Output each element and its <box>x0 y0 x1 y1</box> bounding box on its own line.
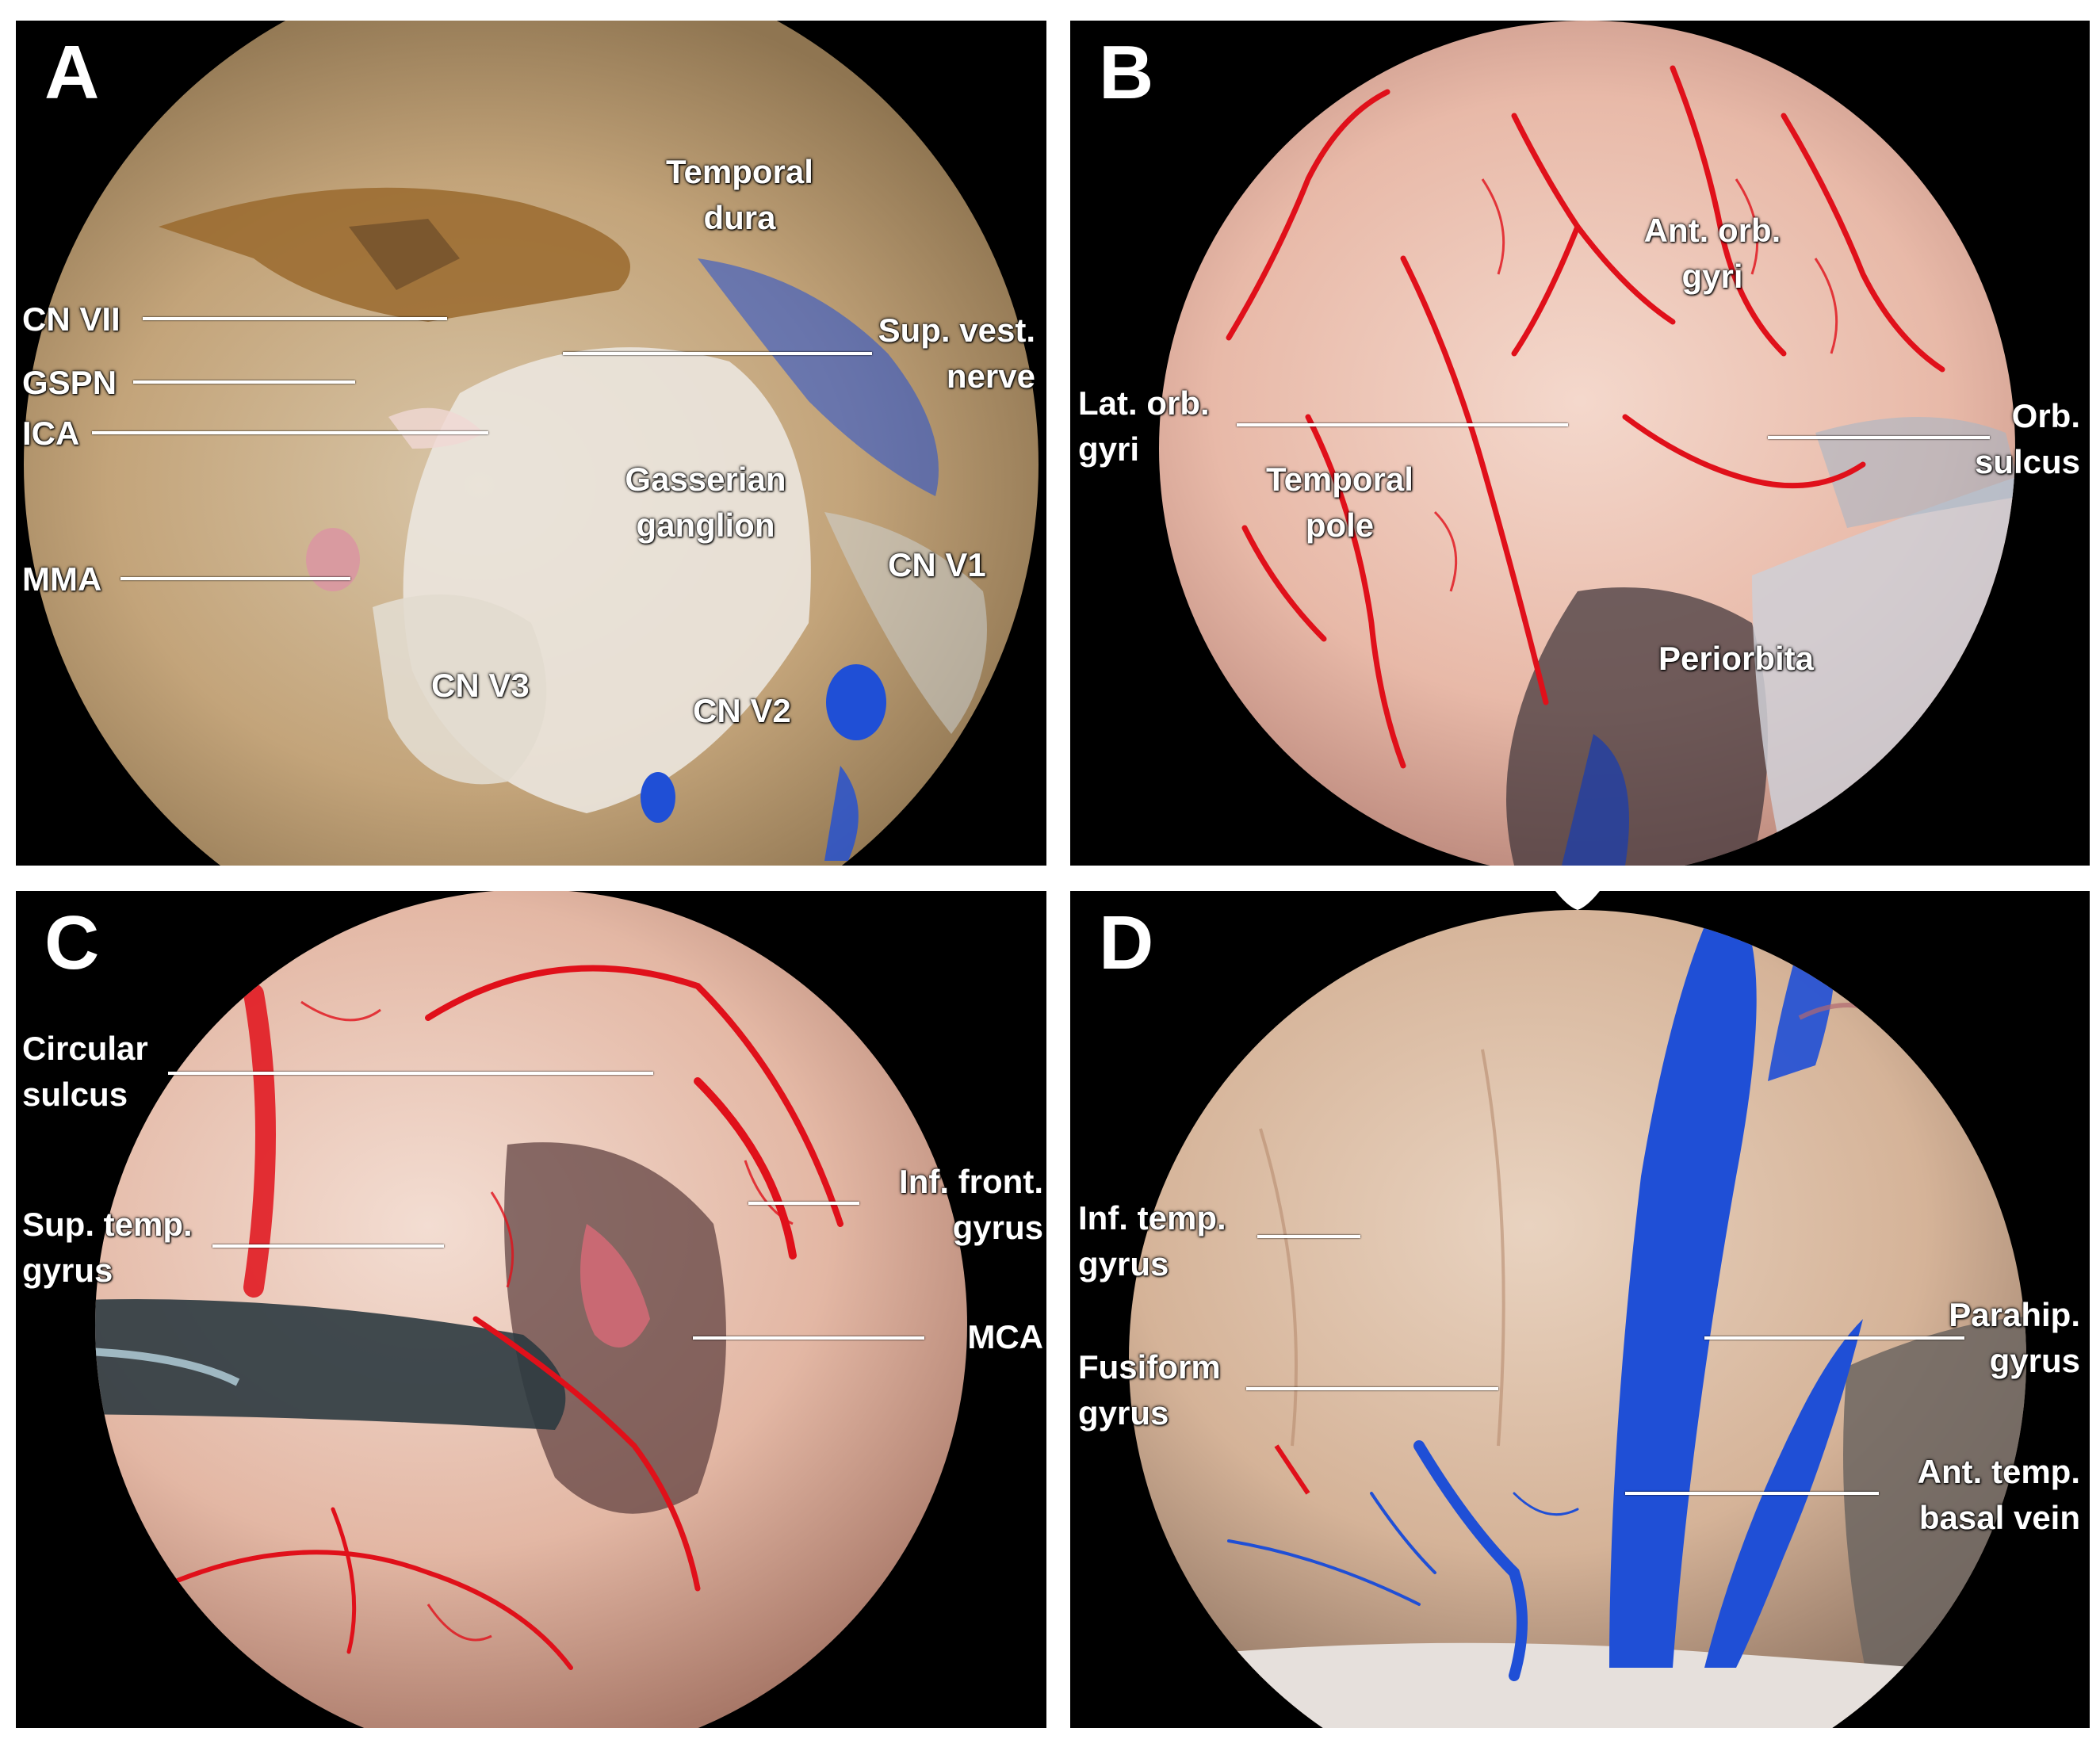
label-temporal-pole: Temporal pole <box>1266 461 1413 544</box>
leader-lat-orb-gyri <box>1237 423 1568 426</box>
label-mma: MMA <box>22 560 102 598</box>
label-sup-vest-nerve: Sup. vest. nerve <box>878 312 1035 395</box>
label-lat-orb-gyri: Lat. orb. gyri <box>1078 384 1210 468</box>
panel-a: A Temporal dura CN VII GSPN ICA MMA Sup.… <box>16 21 1046 866</box>
leader-inf-front-gyrus <box>748 1202 859 1205</box>
label-cn-v2: CN V2 <box>693 692 791 729</box>
label-inf-front-gyrus: Inf. front. gyrus <box>899 1163 1043 1246</box>
leader-sup-temp-gyrus <box>212 1244 444 1248</box>
panel-b-letter: B <box>1099 30 1154 115</box>
label-ica: ICA <box>22 415 80 452</box>
panel-b: B Ant. orb. gyri Lat. orb. gyri Temporal… <box>1070 21 2090 866</box>
panel-c: C Circular sulcus Sup. temp. gyrus Inf. … <box>16 891 1046 1728</box>
panel-a-letter: A <box>44 30 100 115</box>
label-cn-v3: CN V3 <box>431 667 530 704</box>
leader-fusiform-gyrus <box>1246 1387 1498 1390</box>
label-circular-sulcus: Circular sulcus <box>22 1030 148 1113</box>
leader-cn-vii <box>143 317 447 320</box>
panel-d-letter: D <box>1099 900 1154 985</box>
label-parahip-gyrus: Parahip. gyrus <box>1949 1296 2080 1379</box>
leader-ica <box>92 431 488 434</box>
label-gasserian-ganglion: Gasserian ganglion <box>625 461 786 544</box>
panel-a-photo <box>24 21 1039 866</box>
label-fusiform-gyrus: Fusiform gyrus <box>1078 1348 1221 1432</box>
leader-inf-temp-gyrus <box>1257 1235 1360 1238</box>
leader-circular-sulcus <box>168 1072 653 1075</box>
panel-d-notch <box>1555 891 1600 910</box>
leader-mma <box>120 577 350 580</box>
leader-mca <box>693 1336 924 1340</box>
panel-d-photo <box>1129 891 2026 1728</box>
panel-c-photo <box>95 891 967 1728</box>
leader-sup-vest-nerve <box>563 352 872 355</box>
label-inf-temp-gyrus: Inf. temp. gyrus <box>1078 1199 1226 1283</box>
label-cn-vii: CN VII <box>22 300 120 338</box>
label-ant-temp-basal-vein: Ant. temp. basal vein <box>1917 1453 2080 1536</box>
panel-d: D Inf. temp. gyrus Fusiform gyrus Parahi… <box>1070 891 2090 1728</box>
panel-c-letter: C <box>44 900 100 985</box>
leader-parahip-gyrus <box>1704 1336 1964 1340</box>
label-orb-sulcus: Orb. sulcus <box>1974 397 2080 480</box>
leader-orb-sulcus <box>1768 436 1990 439</box>
panel-b-photo <box>1159 21 2015 866</box>
label-periorbita: Periorbita <box>1658 640 1815 677</box>
label-temporal-dura: Temporal dura <box>666 153 813 236</box>
label-cn-v1: CN V1 <box>888 546 986 583</box>
label-sup-temp-gyrus: Sup. temp. gyrus <box>22 1206 193 1289</box>
label-ant-orb-gyri: Ant. orb. gyri <box>1643 212 1781 295</box>
leader-gspn <box>133 380 355 384</box>
label-gspn: GSPN <box>22 364 117 401</box>
label-mca: MCA <box>967 1318 1043 1355</box>
leader-ant-temp-basal-vein <box>1625 1492 1879 1495</box>
